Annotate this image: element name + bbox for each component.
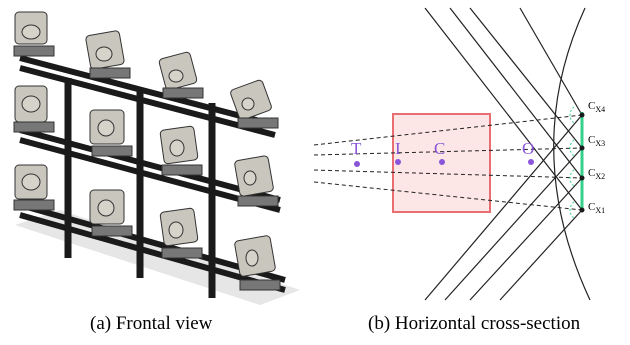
point-label-i: I — [395, 139, 401, 158]
camera-rig-illustration — [13, 11, 300, 305]
camera-label-x1: CX1 — [588, 201, 606, 216]
camera-unit — [158, 51, 204, 99]
camera-node-x3 — [579, 145, 585, 151]
camera-unit — [234, 155, 279, 207]
point-label-o: O — [522, 139, 535, 158]
camera-label-x2: CX2 — [588, 167, 606, 182]
point-label-c: C — [434, 139, 446, 158]
camera-unit — [159, 207, 203, 259]
point-label-t: T — [351, 139, 362, 158]
camera-unit — [85, 30, 131, 79]
cross-section-diagram — [313, 7, 591, 301]
camera-node-x1 — [579, 207, 585, 213]
dashed-rays — [313, 114, 583, 211]
cross-section-panel: T I C O CX4 CX3 CX2 CX1 — [300, 0, 630, 345]
camera-label-x4: CX4 — [588, 100, 606, 115]
camera-fov-arcs — [569, 106, 575, 219]
point-i-marker — [395, 159, 401, 165]
camera-unit — [230, 79, 279, 129]
camera-nodes — [579, 112, 585, 213]
caption-frontal-view: (a) Frontal view — [90, 313, 213, 334]
camera-field-lines — [424, 7, 591, 301]
point-o-marker — [528, 159, 534, 165]
point-t-marker — [354, 161, 360, 167]
camera-unit — [13, 11, 55, 57]
camera-node-x2 — [579, 175, 585, 181]
camera-unit — [13, 85, 55, 133]
caption-cross-section: (b) Horizontal cross-section — [368, 313, 581, 334]
camera-unit — [89, 109, 133, 157]
point-c-marker — [439, 159, 445, 165]
frontal-view-panel: (a) Frontal view — [13, 11, 300, 334]
camera-unit — [89, 189, 133, 237]
camera-label-x3: CX3 — [588, 134, 606, 149]
camera-unit — [159, 125, 203, 176]
point-markers — [354, 159, 534, 167]
camera-unit — [234, 235, 281, 291]
rig-cameras — [13, 11, 281, 291]
camera-node-x4 — [579, 112, 585, 118]
camera-unit — [13, 164, 55, 211]
